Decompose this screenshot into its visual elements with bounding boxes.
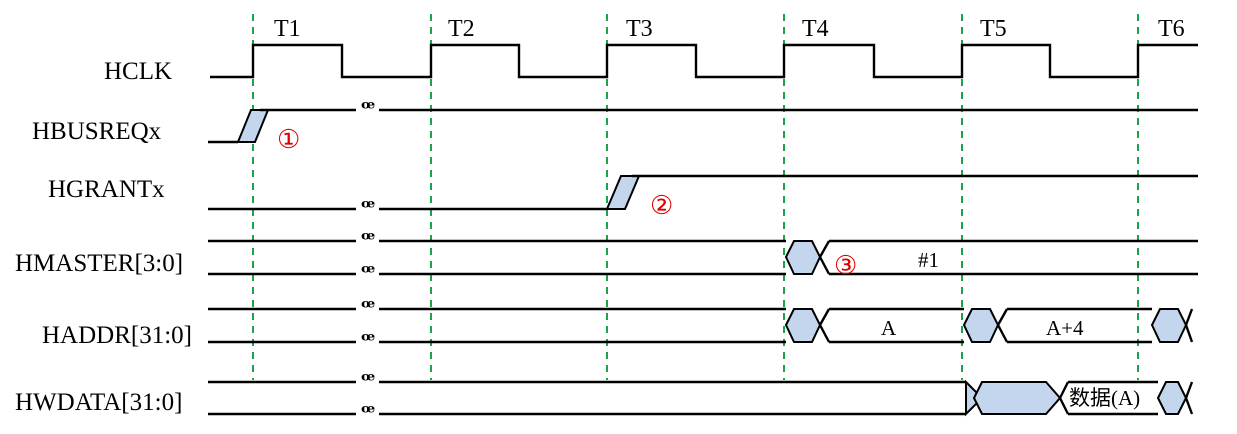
hwdata-undefined-region bbox=[972, 381, 1062, 415]
haddr-value-a: A bbox=[881, 316, 897, 340]
haddr-transition-3 bbox=[1150, 308, 1188, 343]
annotations: ① ② ③ bbox=[277, 125, 857, 281]
signal-label-hgrant: HGRANTx bbox=[48, 176, 165, 203]
break-mark: ꟹ bbox=[361, 227, 375, 252]
cycle-label: T6 bbox=[1158, 16, 1185, 42]
signal-label-hwdata: HWDATA[31:0] bbox=[15, 389, 182, 416]
break-mark: ꟹ bbox=[361, 260, 375, 285]
hwdata-bus: ꟹ ꟹ 数据(A) bbox=[208, 368, 1194, 425]
break-mark: ꟹ bbox=[361, 96, 375, 121]
hwdata-value: 数据(A) bbox=[1069, 386, 1140, 410]
signal-label-haddr: HADDR[31:0] bbox=[42, 322, 192, 349]
hbusreq-waveform: ꟹ bbox=[208, 96, 1198, 144]
haddr-bus: ꟹ ꟹ A A+4 bbox=[208, 295, 1194, 353]
hmaster-bus: ꟹ ꟹ #1 bbox=[208, 227, 1198, 285]
signal-label-hmaster: HMASTER[3:0] bbox=[15, 250, 183, 277]
break-mark: ꟹ bbox=[361, 295, 375, 320]
hclk-waveform bbox=[210, 43, 1198, 79]
cycle-guides bbox=[252, 14, 1139, 380]
hwdata-transition-2 bbox=[1156, 381, 1188, 415]
cycle-label: T2 bbox=[448, 16, 475, 42]
annotation-2: ② bbox=[650, 191, 673, 221]
hgrant-waveform: ꟹ bbox=[208, 174, 1198, 220]
haddr-value-a-plus-4: A+4 bbox=[1046, 316, 1084, 340]
signal-label-hbusreq: HBUSREQx bbox=[32, 118, 162, 145]
hmaster-value: #1 bbox=[918, 248, 939, 272]
hgrant-transition bbox=[605, 175, 641, 210]
haddr-transition-1 bbox=[784, 308, 822, 343]
haddr-transition-2 bbox=[962, 308, 1000, 343]
cycle-label: T1 bbox=[274, 16, 301, 42]
cycle-labels: T1 T2 T3 T4 T5 T6 bbox=[274, 16, 1185, 42]
break-mark: ꟹ bbox=[361, 400, 375, 425]
cycle-label: T5 bbox=[980, 16, 1007, 42]
signal-labels: HCLK HBUSREQx HGRANTx HMASTER[3:0] HADDR… bbox=[15, 58, 192, 416]
cycle-label: T3 bbox=[626, 16, 653, 42]
break-mark: ꟹ bbox=[361, 368, 375, 393]
hbusreq-transition bbox=[236, 109, 270, 143]
cycle-label: T4 bbox=[802, 16, 829, 42]
hmaster-transition bbox=[784, 240, 822, 275]
break-mark: ꟹ bbox=[361, 328, 375, 353]
annotation-3: ③ bbox=[834, 251, 857, 281]
break-mark: ꟹ bbox=[361, 195, 375, 220]
signal-label-hclk: HCLK bbox=[104, 58, 172, 85]
annotation-1: ① bbox=[277, 125, 300, 155]
